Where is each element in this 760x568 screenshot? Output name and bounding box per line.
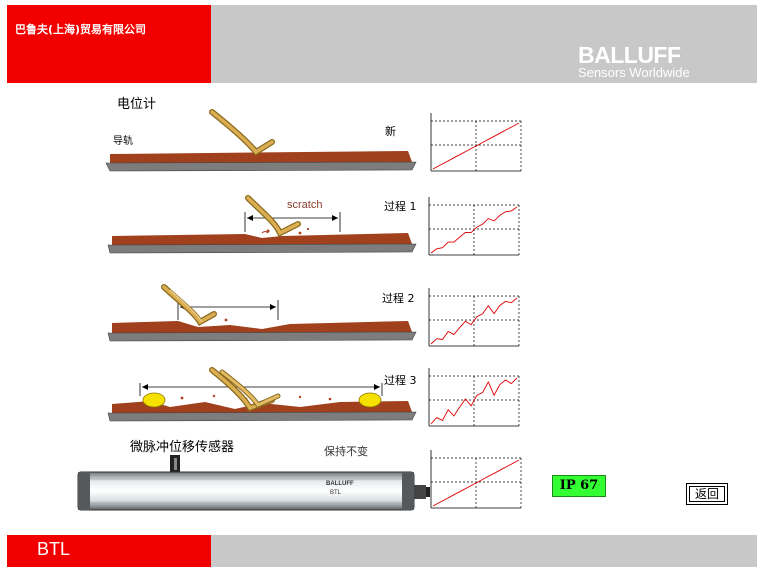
stage-label-process-1: 过程 1 [384,200,417,213]
ip67-badge: IP 67 [552,475,606,497]
header-grey-panel [211,5,757,83]
stage-label-process-2: 过程 2 [382,292,415,305]
footer-grey-panel [211,535,757,567]
rail-process-3 [107,401,417,422]
rail-label: 导轨 [113,136,133,147]
header-company-panel: 巴鲁夫(上海)贸易有限公司 [7,5,211,83]
graph-process-1 [428,197,520,256]
logo-tagline: Sensors Worldwide [578,65,690,80]
scratch-marker-1 [244,212,341,232]
graph-btl-curve [432,459,520,507]
sensor-label: 微脉冲位移传感器 [130,440,235,455]
sensor-model: BTL [330,490,342,496]
rail-new [105,151,417,172]
wiper-new [209,109,275,156]
company-name: 巴鲁夫(上海)贸易有限公司 [15,23,147,36]
constant-label: 保持不变 [324,445,368,458]
graph-btl [430,450,522,509]
rail-process-1 [107,233,417,254]
output-graphs [428,113,522,509]
scratch-label: scratch [287,199,323,211]
graph-new [430,113,522,172]
btl-sensor: BALLUFF BTL [77,455,430,511]
rail-process-2 [107,321,417,342]
scratch-marker-3 [139,383,383,408]
graph-process-2 [428,288,520,347]
graph-process-3 [428,368,520,427]
stage-label-new: 新 [385,125,396,138]
graph-process-2-curve [430,297,518,345]
stage-label-process-3: 过程 3 [384,374,417,387]
wiper-process-2 [161,284,217,327]
footer-product-panel: BTL [7,535,211,567]
wiper-process-1 [245,195,301,238]
back-button[interactable]: 返回 [686,483,728,505]
logo-brand: BALLUFF [578,42,681,68]
potentiometer-label: 电位计 [117,97,157,112]
footer-label: BTL [37,539,71,559]
graph-process-1-curve [430,206,518,254]
graph-process-3-curve [430,377,518,425]
graph-new-curve [432,122,520,170]
wiper-process-3 [209,367,281,412]
sensor-brand: BALLUFF [326,481,354,487]
balluff-logo: BALLUFF Sensors Worldwide [578,44,690,80]
